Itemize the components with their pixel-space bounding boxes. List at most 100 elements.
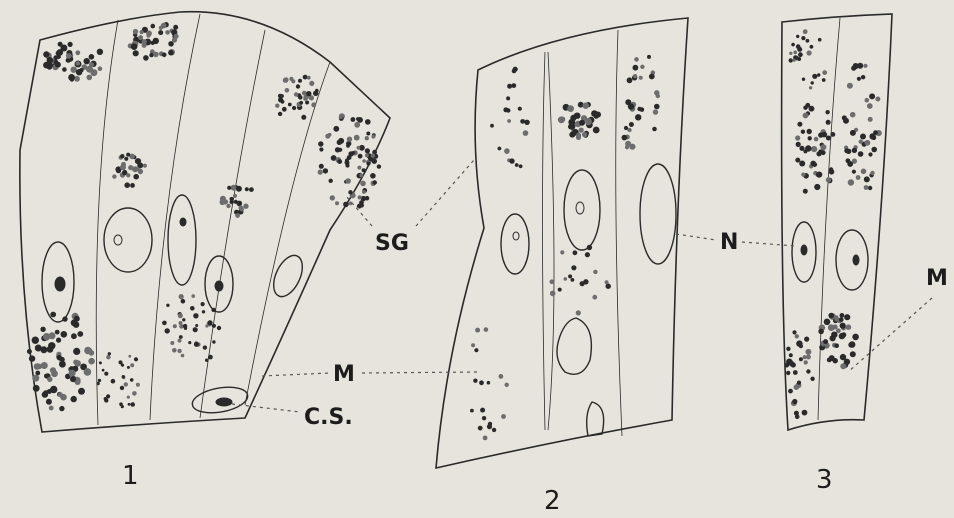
granule: [205, 324, 208, 327]
granule: [576, 310, 581, 315]
label-m: M: [333, 364, 355, 386]
granule: [509, 158, 514, 163]
granule: [146, 34, 150, 38]
granule: [243, 204, 248, 209]
granule: [864, 176, 870, 182]
granule: [182, 318, 185, 321]
granule: [294, 92, 298, 96]
granule: [193, 313, 198, 318]
granule: [834, 343, 839, 348]
label-n: N: [720, 232, 738, 254]
granule: [132, 391, 137, 396]
m-right-leader-line: [848, 298, 932, 372]
granule: [362, 190, 366, 194]
granule: [208, 355, 213, 360]
sg-leader-line: [416, 160, 474, 226]
granule: [473, 379, 477, 383]
granule: [788, 360, 794, 366]
granule: [634, 57, 639, 62]
granule: [315, 89, 319, 93]
granule: [47, 389, 52, 394]
figure-2-outline: [436, 18, 688, 468]
granule: [298, 79, 302, 83]
granule: [624, 126, 628, 130]
granule: [122, 375, 125, 378]
granule: [842, 115, 847, 120]
granule: [558, 117, 563, 122]
granule: [111, 379, 116, 384]
granule: [51, 370, 58, 377]
granule: [121, 162, 126, 167]
granule: [789, 353, 793, 357]
granule: [285, 88, 290, 93]
figure-1-nucleus: [168, 195, 196, 285]
granule: [806, 355, 811, 360]
granule: [296, 84, 300, 88]
granule: [478, 426, 483, 431]
figure-2-vacuole: [587, 402, 604, 436]
granule: [814, 137, 819, 142]
granule: [371, 135, 375, 139]
granule: [181, 354, 185, 358]
granule: [823, 339, 828, 344]
granule: [178, 313, 183, 318]
granule: [89, 62, 94, 67]
granule: [573, 250, 578, 255]
cs-leader-line: [232, 404, 300, 412]
granule: [806, 369, 810, 373]
granule: [88, 358, 95, 365]
figure-2-nucleus: [640, 164, 676, 264]
granule: [371, 153, 375, 157]
granule: [367, 162, 371, 166]
granule: [179, 335, 183, 339]
granule: [173, 324, 177, 328]
granule: [32, 337, 39, 344]
granule: [803, 113, 809, 119]
granule: [119, 402, 123, 406]
granule: [309, 81, 314, 86]
granule: [640, 65, 644, 69]
granule: [789, 52, 792, 55]
granule: [339, 115, 343, 119]
granule: [574, 113, 580, 119]
granule: [834, 317, 839, 322]
granule: [348, 190, 352, 194]
granule: [797, 381, 801, 385]
granule: [130, 363, 134, 367]
granule: [627, 77, 633, 83]
granule: [29, 355, 35, 361]
granule: [861, 75, 865, 79]
granule: [168, 41, 173, 46]
granule: [483, 436, 488, 441]
granule: [133, 174, 139, 180]
granule: [492, 428, 496, 432]
granule: [211, 308, 215, 312]
granule: [840, 363, 846, 369]
granule: [288, 103, 292, 107]
granule: [825, 110, 829, 114]
granule: [831, 332, 837, 338]
granule: [852, 334, 859, 341]
granule: [839, 333, 845, 339]
granule: [46, 399, 52, 405]
granule: [99, 361, 102, 364]
granule: [191, 294, 195, 298]
granule: [567, 105, 574, 112]
figure-2-vacuole: [557, 318, 591, 374]
figure-2-nucleolus: [513, 232, 519, 240]
granule: [131, 43, 138, 50]
granule: [130, 378, 134, 382]
granule: [828, 324, 835, 331]
granule: [194, 342, 199, 347]
granule: [223, 199, 228, 204]
granule: [810, 161, 816, 167]
granule: [840, 323, 846, 329]
granule: [857, 77, 861, 81]
granule: [817, 73, 820, 76]
granule: [236, 186, 242, 192]
granule: [78, 388, 85, 395]
granule: [796, 340, 802, 346]
granule: [358, 154, 363, 159]
granule: [629, 144, 635, 150]
granule: [518, 107, 522, 111]
